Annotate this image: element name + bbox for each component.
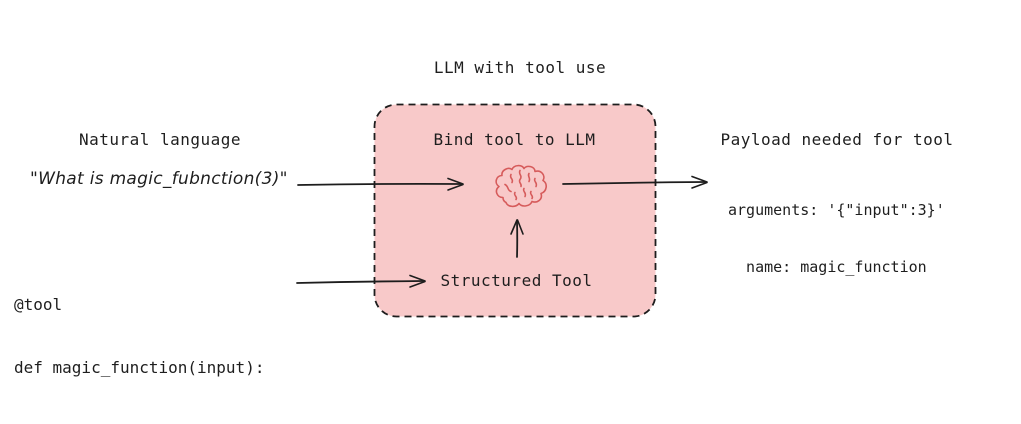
natural-language-quote: "What is magic_fubnction(3)" [30,169,288,189]
code-line: @tool [14,295,63,314]
structured-tool-label: Structured Tool [440,271,593,290]
payload-heading: Payload needed for tool [720,130,954,149]
payload-code-block: arguments: '{"input":3}' name: magic_fun… [728,163,945,315]
tool-code-block: @tool def magic_function(input): return … [14,252,264,424]
payload-line: name: magic_function [728,258,927,276]
diagram-title: LLM with tool use [433,58,607,77]
brain-icon [491,164,549,211]
code-line: def magic_function(input): [14,358,265,377]
bind-box-heading: Bind tool to LLM [433,130,596,149]
payload-line: arguments: '{"input":3}' [728,201,945,219]
natural-language-heading: Natural language [78,130,242,149]
code-line: return input + 2 [14,420,264,424]
bind-tool-box: Bind tool to LLM Structured Tool [373,103,656,317]
